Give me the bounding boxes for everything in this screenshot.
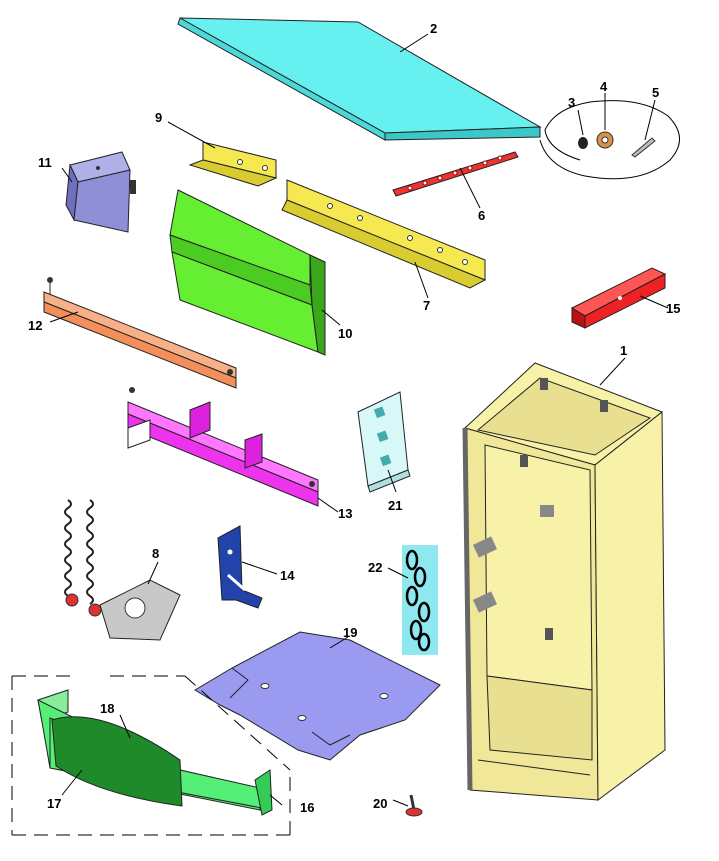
callout-10: 10 [338,326,352,341]
callout-labels: 1 2 3 4 5 6 7 8 9 10 11 12 13 14 15 16 1… [28,21,680,815]
part-12-orange-rail [43,277,237,389]
callout-12: 12 [28,318,42,333]
part-9-small-bracket [188,141,278,187]
callout-21: 21 [388,498,402,513]
part-3-nut [578,137,588,149]
callout-14: 14 [280,568,295,583]
callout-16: 16 [300,800,314,815]
callout-9: 9 [155,110,162,125]
tray-assembly-group [11,675,291,836]
callout-22: 22 [368,560,382,575]
callout-8: 8 [152,546,159,561]
callout-2: 2 [430,21,437,36]
part-7-long-bracket [281,179,487,289]
part-21-plate-bracket [357,391,411,493]
leader-lines [49,33,669,807]
callout-18: 18 [100,701,114,716]
part-14-navy-bracket [217,525,263,609]
part-6-red-strip [392,151,519,197]
part-17-insert [51,716,183,807]
part-2-top-panel [177,17,542,141]
callout-20: 20 [373,796,387,811]
hardware-group [539,100,680,180]
callout-4: 4 [600,79,608,94]
part-10-front-panel [169,189,326,356]
part-22-chain [402,545,438,655]
callout-19: 19 [343,625,357,640]
callout-5: 5 [652,85,659,100]
part-1-cabinet [462,362,666,801]
part-20-foot [405,794,423,817]
callout-1: 1 [620,343,627,358]
callout-13: 13 [338,506,352,521]
part-5-pin [631,137,656,158]
part-8-spring-assembly [64,499,181,641]
part-19-base-plate [194,631,441,761]
part-11-blue-box [65,151,136,233]
callout-6: 6 [478,208,485,223]
callout-11: 11 [38,155,52,170]
callout-17: 17 [47,796,61,811]
callout-3: 3 [568,95,575,110]
callout-7: 7 [423,298,430,313]
part-13-magenta-rail [127,387,319,507]
part-15-red-block [570,267,667,329]
callout-15: 15 [666,301,680,316]
